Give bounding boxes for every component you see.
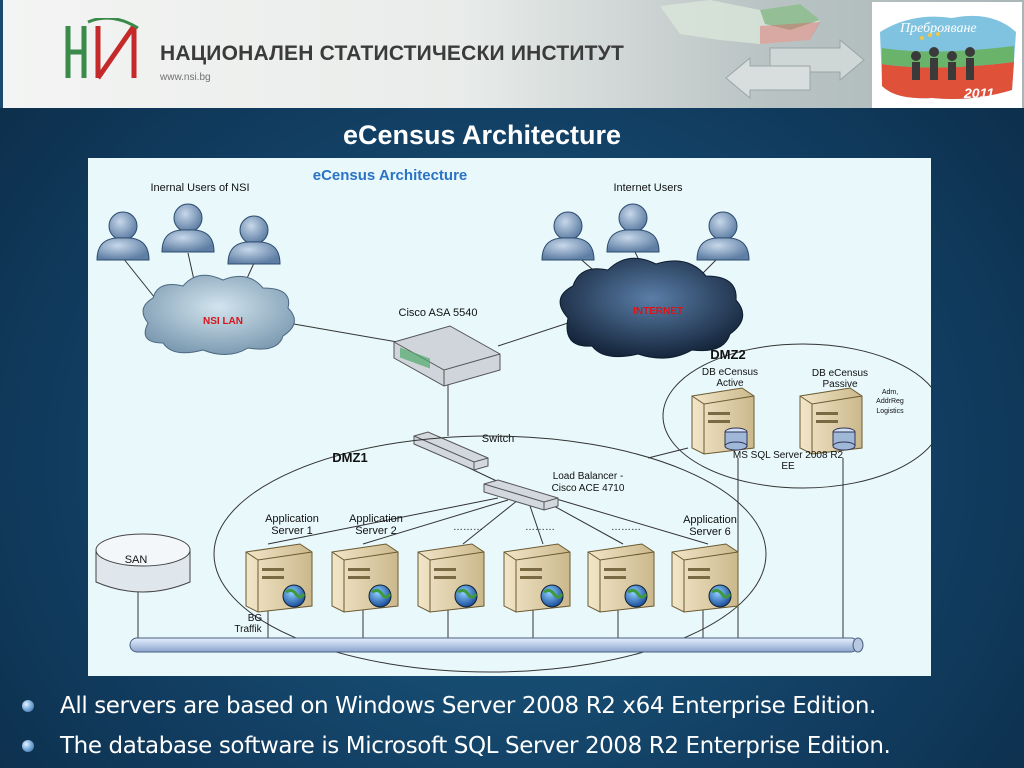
db-passive-label-2: Passive xyxy=(822,379,857,390)
ellipsis-label: ……… xyxy=(611,522,641,533)
app-server-1-label-1: Application xyxy=(265,513,319,525)
internet-user-icon xyxy=(606,203,660,253)
app-server-1-label-2: Server 1 xyxy=(271,525,313,537)
san-storage-icon: SAN xyxy=(95,533,191,593)
ellipsis-label: ……… xyxy=(525,522,555,533)
bullet-text: All servers are based on Windows Server … xyxy=(60,693,876,719)
traffic-label-2: Traffik xyxy=(234,624,262,635)
census-logo-graphic: Преброяване 2011 xyxy=(880,15,1016,101)
db-passive-label-1: DB eCensus xyxy=(812,368,868,379)
switch-label: Switch xyxy=(482,433,514,445)
db-active-label-2: Active xyxy=(716,378,744,389)
load-balancer-label-2: Cisco ACE 4710 xyxy=(552,483,625,494)
load-balancer-icon xyxy=(483,479,559,511)
app-server-icon xyxy=(671,543,739,613)
internet-user-icon xyxy=(696,211,750,261)
dmz1-label: DMZ1 xyxy=(332,450,367,465)
switch-icon xyxy=(413,431,489,471)
header-decoration xyxy=(660,0,865,100)
app-server-icon xyxy=(587,543,655,613)
nsi-lan-cloud: NSI LAN xyxy=(142,274,295,355)
db-active-server-icon xyxy=(691,387,755,455)
architecture-diagram: eCensus Architecture Inernal Users of NS… xyxy=(88,158,944,676)
cisco-asa-firewall-icon xyxy=(393,325,501,387)
bullet-icon xyxy=(22,740,34,752)
slide-title: eCensus Architecture xyxy=(342,120,622,150)
bullet-text: The database software is Microsoft SQL S… xyxy=(60,733,891,759)
census-logo-year: 2011 xyxy=(963,85,994,101)
db-passive-note-2: AddrReg xyxy=(876,398,904,405)
diagram-canvas: eCensus Architecture Inernal Users of NS… xyxy=(95,167,944,673)
bullet-icon xyxy=(22,700,34,712)
db-passive-note-3: Logistics xyxy=(876,408,904,415)
census-2011-logo: Преброяване 2011 xyxy=(872,2,1022,108)
bullet-item: All servers are based on Windows Server … xyxy=(22,686,1022,726)
bullet-item: The database software is Microsoft SQL S… xyxy=(22,726,1022,766)
internet-label: INTERNET xyxy=(633,306,683,317)
org-url: www.nsi.bg xyxy=(160,72,211,83)
internet-users-label: Internet Users xyxy=(613,182,683,194)
network-bus xyxy=(129,637,864,653)
internal-user-icon xyxy=(161,203,215,253)
diagram-title: eCensus Architecture xyxy=(313,167,468,184)
app-server-2-label-1: Application xyxy=(349,513,403,525)
db-active-label-1: DB eCensus xyxy=(702,367,758,378)
db-passive-server-icon xyxy=(799,387,863,455)
internet-user-icon xyxy=(541,211,595,261)
mssql-label-2: EE xyxy=(781,461,795,472)
dmz1-zone xyxy=(213,435,767,673)
header-banner: НАЦИОНАЛЕН СТАТИСТИЧЕСКИ ИНСТИТУТ www.ns… xyxy=(0,0,1024,108)
app-server-6-label-1: Application xyxy=(683,514,737,526)
app-server-icon xyxy=(417,543,485,613)
app-server-2-label-2: Server 2 xyxy=(355,525,397,537)
internal-user-icon xyxy=(227,215,281,265)
db-passive-note-1: Adm, xyxy=(882,389,898,396)
mssql-label-1: MS SQL Server 2008 R2 xyxy=(733,450,844,461)
ellipsis-label: ……… xyxy=(453,522,483,533)
nsi-lan-label: NSI LAN xyxy=(203,316,243,327)
app-server-icon xyxy=(503,543,571,613)
san-label: SAN xyxy=(125,554,148,566)
app-server-6-label-2: Server 6 xyxy=(689,526,731,538)
firewall-label: Cisco ASA 5540 xyxy=(399,307,478,319)
internal-user-icon xyxy=(96,211,150,261)
app-server-icon xyxy=(245,543,313,613)
traffic-label-1: BG xyxy=(248,613,263,624)
internal-users-label: Inernal Users of NSI xyxy=(150,182,249,194)
org-name: НАЦИОНАЛЕН СТАТИСТИЧЕСКИ ИНСТИТУТ xyxy=(160,42,624,65)
bullet-list: All servers are based on Windows Server … xyxy=(22,686,1022,766)
app-server-icon xyxy=(331,543,399,613)
dmz2-label: DMZ2 xyxy=(710,347,745,362)
internet-cloud: INTERNET xyxy=(559,257,744,359)
load-balancer-label-1: Load Balancer - xyxy=(553,471,624,482)
nsi-logo xyxy=(65,18,139,80)
header-stripe xyxy=(0,0,3,108)
census-logo-text: Преброяване xyxy=(899,21,977,36)
